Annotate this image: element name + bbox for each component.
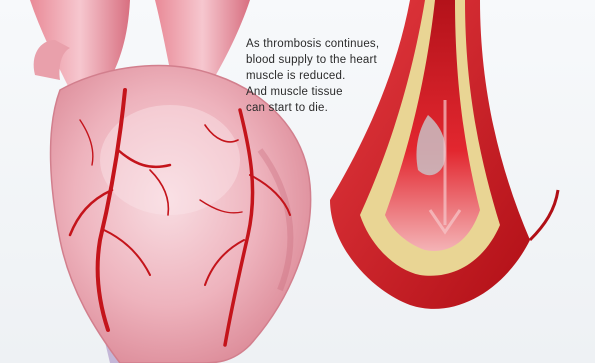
caption-text: As thrombosis continues, blood supply to…	[246, 36, 456, 116]
caption-line-2: blood supply to the heart	[246, 52, 456, 68]
caption-line-5: can start to die.	[246, 100, 456, 116]
caption-line-3: muscle is reduced.	[246, 68, 456, 84]
caption-line-1: As thrombosis continues,	[246, 36, 456, 52]
caption-line-4: And muscle tissue	[246, 84, 456, 100]
